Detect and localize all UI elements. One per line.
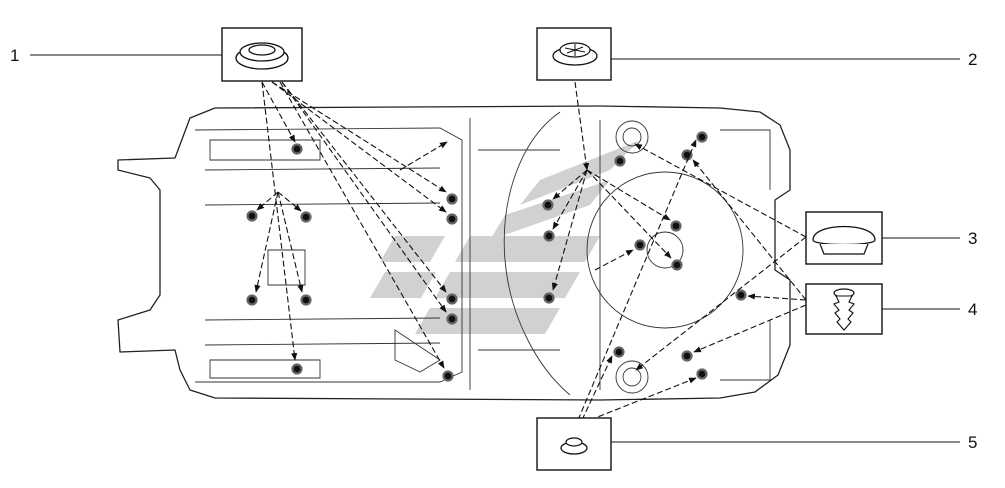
part-box-4: 4 xyxy=(805,283,977,335)
callout-number-2: 2 xyxy=(968,50,977,69)
dome-plug-icon xyxy=(812,225,876,255)
hole-marker xyxy=(735,289,747,301)
hole-marker xyxy=(291,363,303,375)
hole-marker xyxy=(446,293,458,305)
push-clip-icon xyxy=(833,288,855,331)
round-grommet-icon xyxy=(235,42,289,70)
part-box-1: 1 xyxy=(10,27,303,82)
hole-marker xyxy=(246,210,258,222)
leaders-part-1 xyxy=(254,81,448,369)
hole-marker xyxy=(696,131,708,143)
callout-number-1: 1 xyxy=(10,46,19,65)
watermark-logo xyxy=(370,140,640,334)
hole-marker xyxy=(696,368,708,380)
hole-marker xyxy=(671,259,683,271)
leaders-part-2 xyxy=(551,81,672,291)
hole-marker xyxy=(681,149,693,161)
leaders-part-3 xyxy=(634,143,807,371)
callout-number-4: 4 xyxy=(968,300,977,319)
leaders-part-4 xyxy=(692,159,807,353)
hole-marker xyxy=(446,193,458,205)
hole-marker xyxy=(300,294,312,306)
hole-marker xyxy=(670,220,682,232)
hole-marker xyxy=(613,346,625,358)
hole-marker xyxy=(291,143,303,155)
leaders-part-5 xyxy=(577,139,697,421)
hole-marker xyxy=(681,350,693,362)
hole-marker xyxy=(542,199,554,211)
hole-marker xyxy=(446,213,458,225)
hole-marker xyxy=(634,239,646,251)
hole-marker xyxy=(614,155,626,167)
part-box-5: 5 xyxy=(536,417,977,471)
hole-marker xyxy=(246,294,258,306)
hole-marker xyxy=(300,211,312,223)
hole-marker xyxy=(446,313,458,325)
vehicle-underbody xyxy=(117,105,791,401)
hole-marker xyxy=(543,292,555,304)
callout-number-5: 5 xyxy=(968,433,977,452)
callout-number-3: 3 xyxy=(968,229,977,248)
hole-markers xyxy=(246,131,747,382)
part-box-3: 3 xyxy=(805,211,977,265)
part-box-2: 2 xyxy=(536,27,977,81)
slotted-plug-icon xyxy=(552,42,598,66)
small-grommet-icon xyxy=(560,437,588,455)
hole-marker xyxy=(442,370,454,382)
hole-marker xyxy=(543,230,555,242)
